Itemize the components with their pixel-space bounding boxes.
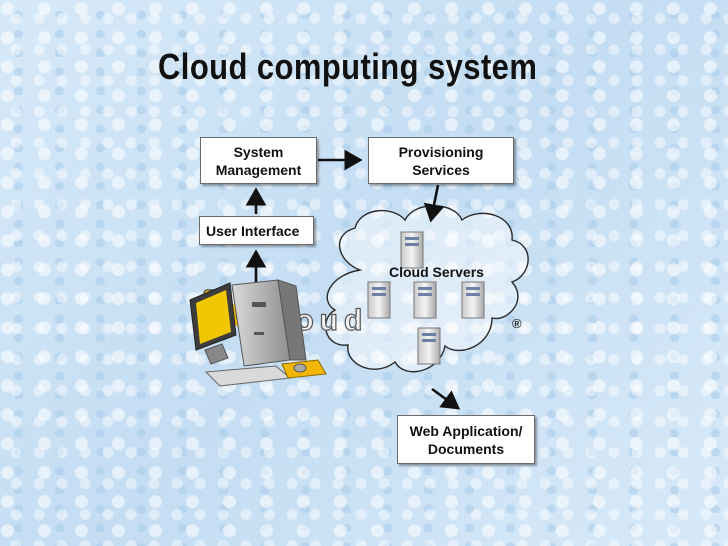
flow-arrows — [245, 149, 461, 410]
user-interface-box: User Interface — [199, 216, 314, 245]
web-application-box: Web Application/ Documents — [397, 415, 535, 464]
system-management-box: System Management — [200, 137, 317, 184]
cloud-servers-label: Cloud Servers — [389, 264, 484, 280]
web-application-label: Web Application/ Documents — [409, 422, 523, 457]
arrow-cloud-to-web — [431, 387, 461, 410]
server-icon — [413, 281, 437, 319]
server-icon — [367, 281, 391, 319]
registered-mark: ® — [512, 316, 522, 331]
user-interface-label: User Interface — [206, 222, 300, 239]
server-icon — [400, 231, 424, 269]
server-icons — [367, 231, 485, 365]
page-title: Cloud computing system — [158, 46, 538, 87]
arrow-provisioning-to-cloud — [423, 184, 445, 223]
system-management-label: System Management — [215, 143, 302, 178]
provisioning-services-box: Provisioning Services — [368, 137, 514, 184]
computer-icon — [189, 279, 327, 387]
server-icon — [461, 281, 485, 319]
provisioning-services-label: Provisioning Services — [398, 143, 484, 178]
server-icon — [417, 327, 441, 365]
